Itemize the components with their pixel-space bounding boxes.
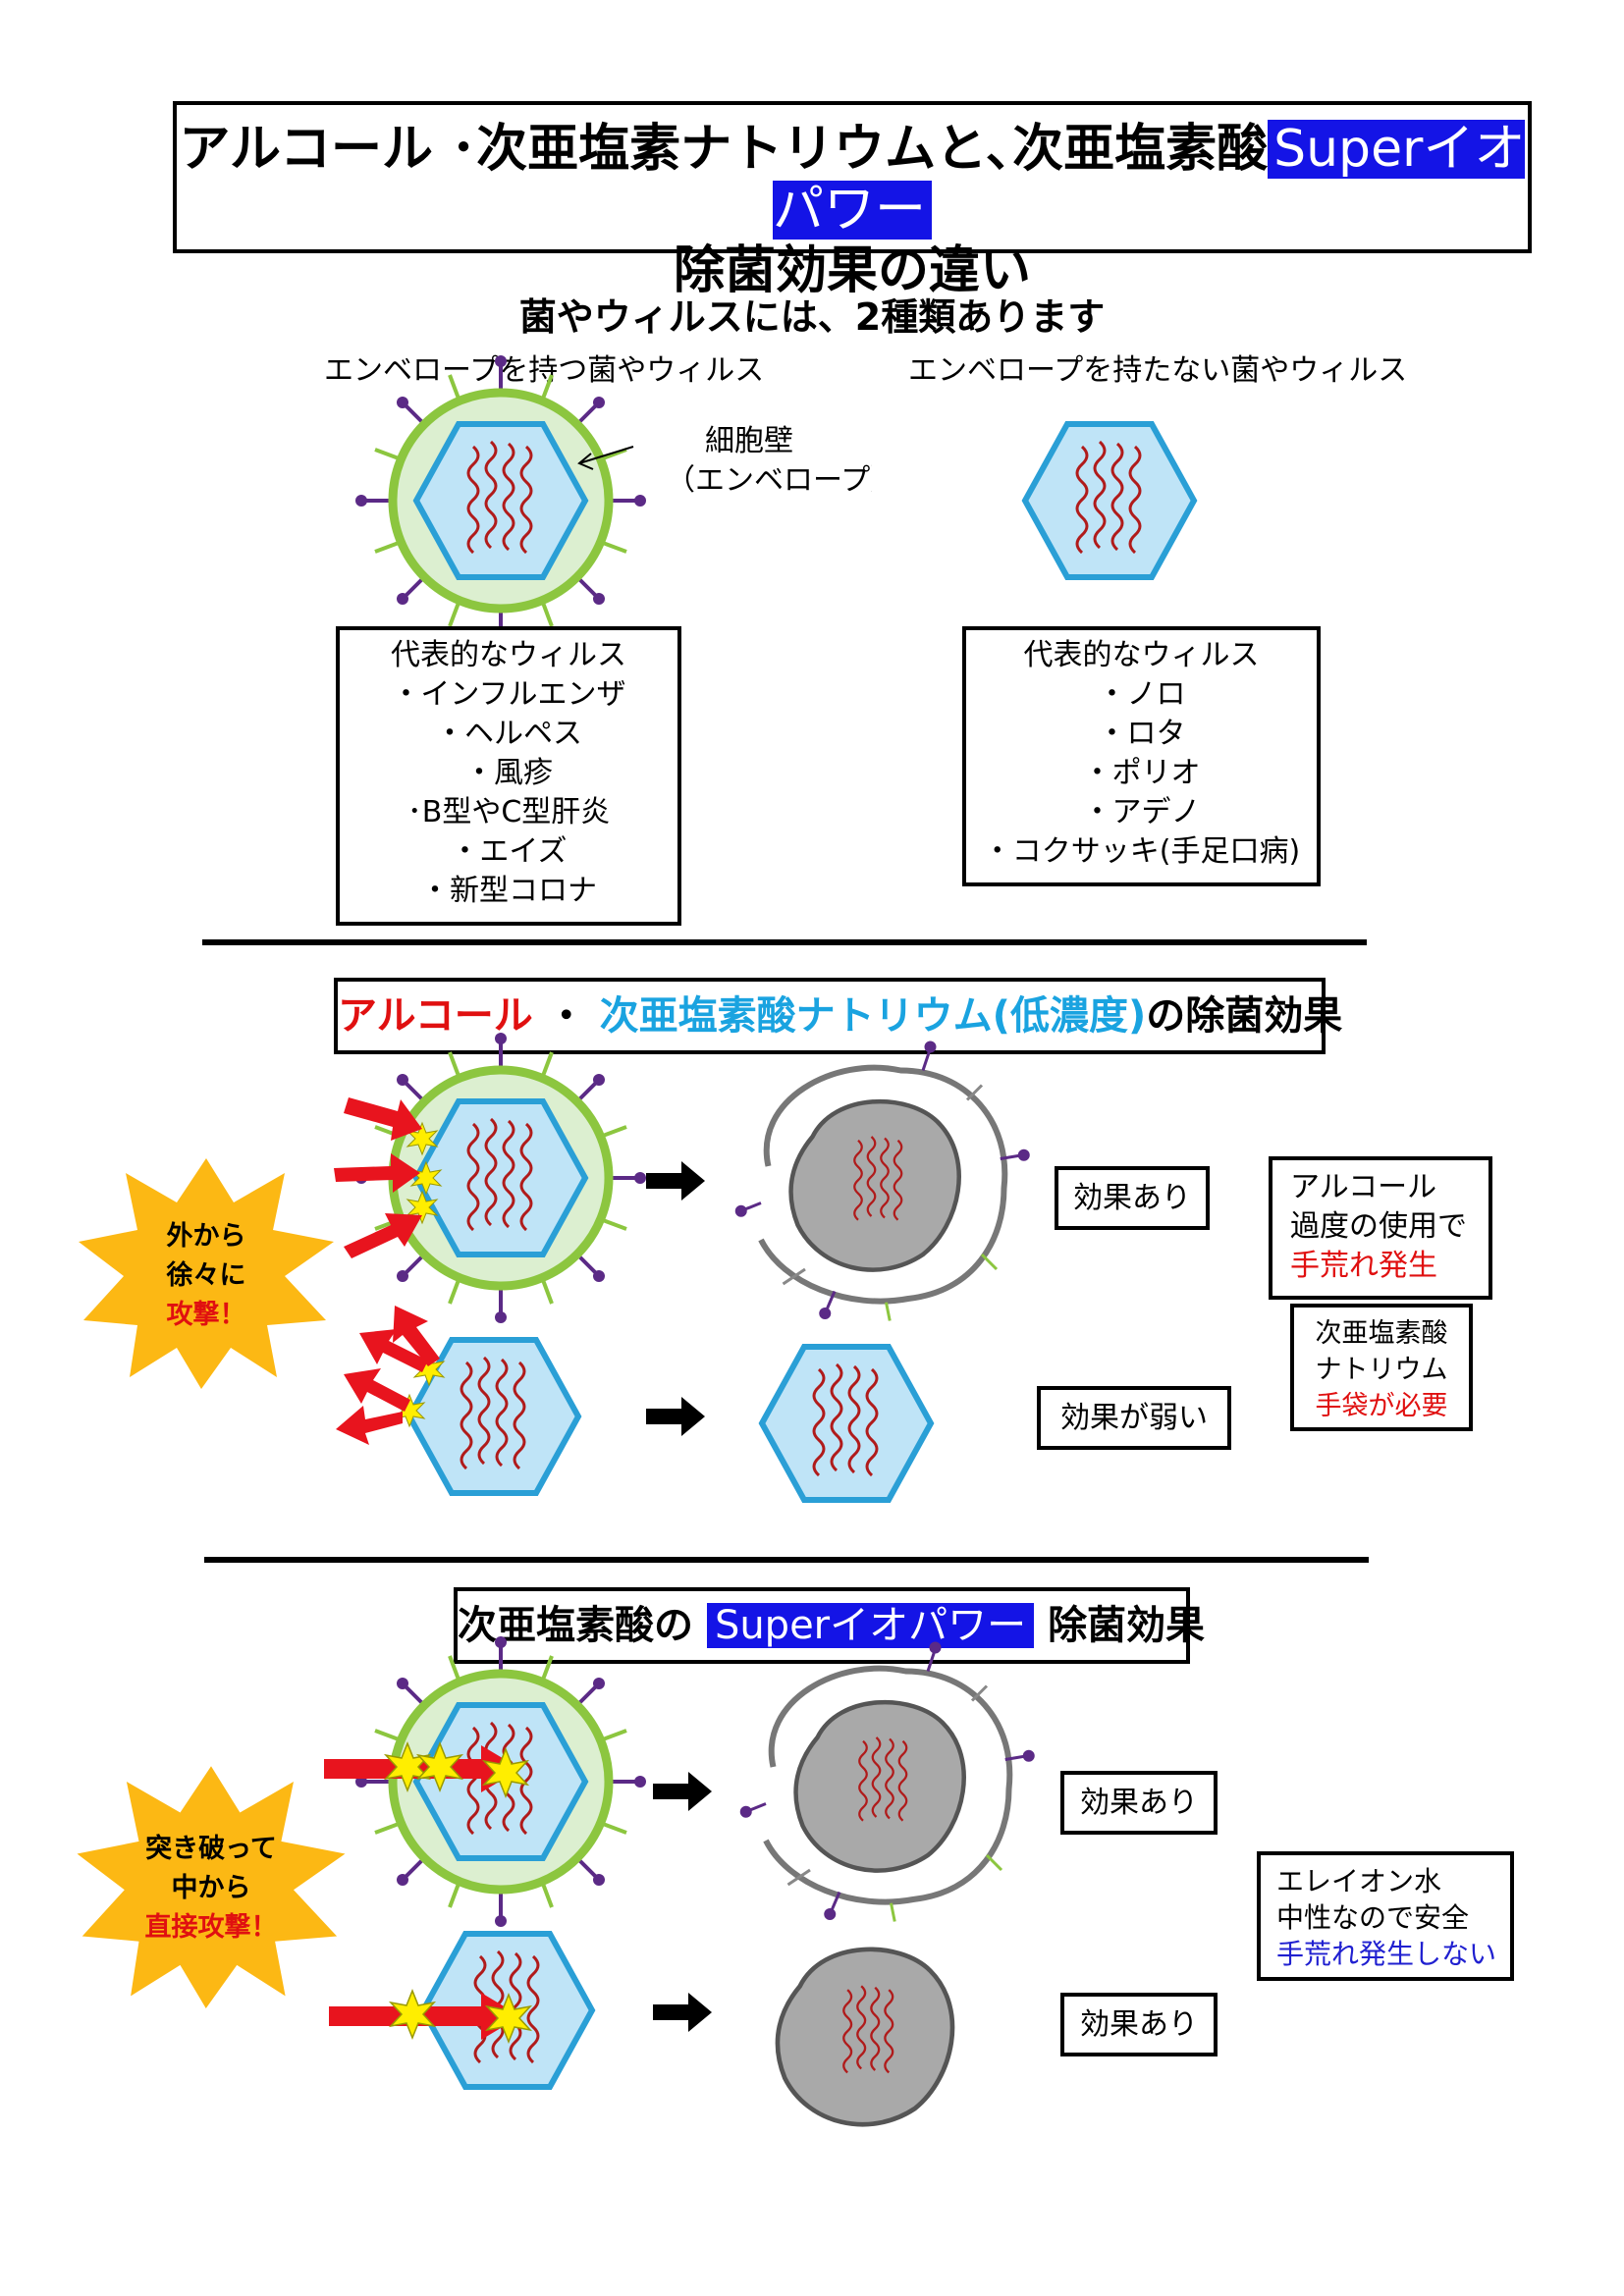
envelope-pointer-arrow	[577, 446, 634, 470]
burst-line: 徐々に	[166, 1260, 246, 1291]
arrow-right-icon	[653, 1772, 712, 1811]
enveloped-virus-list: 代表的なウィルス ・インフルエンザ ・ヘルペス ・風疹 ･B型やC型肝炎 ・エイ…	[336, 626, 681, 926]
result-text: 効果あり	[1080, 1786, 1198, 1820]
alcohol-note: アルコール 過度の使用で 手荒れ発生	[1269, 1156, 1492, 1300]
cell-wall-label: 細胞壁	[705, 424, 793, 458]
burst-line: 突き破って	[145, 1834, 277, 1864]
result-text: 効果が弱い	[1060, 1401, 1208, 1435]
result-effective-badge: 効果あり	[1055, 1166, 1210, 1230]
result-weak-badge: 効果が弱い	[1037, 1386, 1231, 1450]
burst-line: 外から	[166, 1221, 246, 1252]
envelope-label: （エンベロープ）	[666, 463, 872, 498]
non-enveloped-label: エンベロープを持たない菌やウィルス	[908, 353, 1404, 388]
note-line: エレイオン水	[1276, 1865, 1442, 1897]
note-line: アルコール	[1290, 1170, 1437, 1204]
note-warning: 手荒れ発生	[1290, 1249, 1437, 1283]
non-enveloped-virus-list: 代表的なウィルス ・ノロ ・ロタ ・ポリオ ・アデノ ・コクサッキ(手足口病)	[962, 626, 1321, 886]
sodium-note: 次亜塩素酸 ナトリウム 手袋が必要	[1290, 1304, 1473, 1431]
destroyed-non-enveloped-virus	[869, 2032, 870, 2033]
result-text: 効果あり	[1073, 1181, 1191, 1215]
heading-suffix-text: 除菌効果	[1048, 1603, 1206, 1648]
note-line: 過度の使用で	[1290, 1209, 1467, 1244]
non-enveloped-virus-attacked-outside	[394, 1416, 495, 1417]
red-arrow-penetrating	[324, 1742, 528, 1797]
section2-heading-box: アルコール ・ 次亜塩素酸ナトリウム(低濃度)の除菌効果	[334, 978, 1342, 1054]
result-effective-badge: 効果あり	[1060, 1771, 1218, 1835]
heading-prefix-text: 次亜塩素酸の	[458, 1603, 693, 1648]
list-item: ・風疹	[464, 756, 553, 790]
elaion-water-note: エレイオン水 中性なので安全 手荒れ発生しない	[1257, 1851, 1514, 1981]
list-item: ・エイズ	[450, 834, 568, 869]
burst-inside-text: 突き破って 中から 直接攻撃！	[123, 1830, 299, 1948]
list-title: 代表的なウィルス	[391, 638, 626, 672]
enveloped-label: エンベロープを持つ菌やウィルス	[324, 353, 765, 388]
alcohol-heading-text: アルコール	[338, 993, 533, 1039]
destroyed-enveloped-virus	[884, 1782, 885, 1783]
intact-non-enveloped-virus	[846, 1423, 847, 1424]
arrow-right-icon	[653, 1993, 712, 2032]
list-item: ･B型やC型肝炎	[406, 795, 611, 829]
burst-outside-text: 外から 徐々に 攻撃！	[137, 1217, 275, 1335]
divider-1	[202, 939, 1367, 945]
arrow-right-icon	[646, 1161, 705, 1201]
arrow-right-icon	[646, 1397, 705, 1436]
burst-line: 中から	[171, 1873, 251, 1903]
note-warning: 手袋が必要	[1315, 1391, 1448, 1421]
section1-heading: 菌やウィルスには、2種類あります	[518, 295, 1106, 339]
damaged-enveloped-virus	[879, 1181, 880, 1182]
list-title: 代表的なウィルス	[1023, 638, 1260, 672]
red-arrows-outside-attack	[334, 1097, 422, 1258]
note-line: 次亜塩素酸	[1315, 1318, 1448, 1349]
heading-separator: ・	[532, 993, 600, 1039]
result-text: 効果あり	[1080, 2007, 1198, 2042]
red-arrow-penetrating	[329, 1990, 531, 2043]
sodium-heading-text: 次亜塩素酸ナトリウム(低濃度)	[599, 993, 1147, 1039]
super-ion-power-highlight: Superイオパワー	[706, 1603, 1035, 1648]
title-line-2: 除菌効果の違い	[673, 241, 1031, 300]
list-item: ・インフルエンザ	[391, 677, 626, 712]
list-item: ・コクサッキ(手足口病)	[982, 834, 1301, 869]
red-arrows-deflected	[336, 1306, 440, 1445]
list-item: ・ヘルペス	[435, 717, 582, 751]
enveloped-virus-diagram	[501, 501, 502, 502]
list-item: ・ロタ	[1097, 717, 1186, 751]
burst-line: 直接攻撃！	[144, 1912, 278, 1943]
list-item: ・ポリオ	[1082, 756, 1201, 790]
note-highlight: 手荒れ発生しない	[1276, 1938, 1497, 1970]
note-line: ナトリウム	[1315, 1355, 1448, 1385]
enveloped-virus-attacked-outside	[501, 1178, 502, 1179]
list-item: ・ノロ	[1097, 677, 1186, 712]
list-item: ・アデノ	[1082, 795, 1201, 829]
burst-line: 攻撃！	[166, 1300, 246, 1330]
list-item: ・新型コロナ	[420, 874, 597, 908]
note-line: 中性なので安全	[1276, 1901, 1470, 1934]
result-effective-badge: 効果あり	[1060, 1993, 1218, 2056]
divider-2	[204, 1557, 1369, 1563]
heading-rest-text: の除菌効果	[1146, 993, 1343, 1039]
section3-heading-box: 次亜塩素酸の Superイオパワー 除菌効果	[454, 1587, 1205, 1664]
